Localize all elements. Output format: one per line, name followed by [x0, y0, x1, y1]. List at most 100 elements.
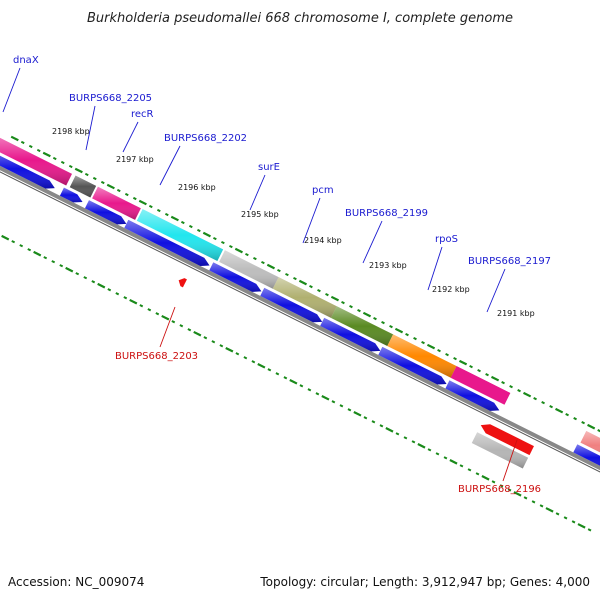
- bottom-tick-mark: [545, 507, 554, 513]
- top-tick-mark: [509, 385, 513, 389]
- gene-label[interactable]: BURPS668_2202: [164, 133, 247, 144]
- bottom-tick-mark: [347, 408, 352, 412]
- bottom-tick-mark: [395, 432, 400, 436]
- top-tick-mark: [74, 167, 83, 174]
- top-tick-mark: [261, 260, 265, 265]
- top-tick-mark: [188, 224, 193, 229]
- gene-leader-line: [249, 174, 266, 211]
- top-tick-mark: [84, 172, 89, 177]
- top-tick-mark: [413, 337, 417, 341]
- bottom-tick-mark: [531, 500, 536, 504]
- top-tick-mark: [10, 135, 19, 142]
- top-tick-mark: [317, 288, 321, 293]
- gene-box-shade: [272, 277, 337, 318]
- cds-arrow-shade: [124, 219, 210, 266]
- summary-text: Topology: circular; Length: 3,912,947 bp…: [259, 575, 590, 589]
- bottom-tick-mark: [225, 346, 234, 353]
- gene-burps668-2196-shade: [471, 432, 529, 469]
- top-tick-mark: [389, 324, 393, 329]
- bottom-tick-mark: [211, 340, 216, 344]
- bottom-tick-mark: [289, 378, 298, 385]
- bottom-tick-mark: [499, 484, 504, 488]
- gene-label[interactable]: rpoS: [435, 234, 458, 245]
- top-tick-mark: [148, 204, 153, 209]
- bottom-tick-mark: [193, 330, 202, 337]
- bottom-tick-mark: [459, 464, 464, 468]
- top-tick-mark: [581, 421, 586, 425]
- top-tick-mark: [116, 188, 121, 193]
- top-tick-mark: [421, 341, 425, 345]
- backbone-line: [0, 165, 600, 471]
- map-tracks: [0, 135, 600, 532]
- gene-box-shade: [69, 175, 97, 198]
- gene-leader-line: [159, 306, 176, 348]
- bottom-tick-mark: [235, 352, 240, 356]
- top-tick-mark: [266, 263, 275, 270]
- top-tick-mark: [477, 369, 481, 373]
- gene-label[interactable]: BURPS668_2199: [345, 208, 428, 219]
- top-tick-mark: [202, 231, 211, 238]
- top-tick-mark: [490, 375, 500, 382]
- gene-box-shade: [330, 306, 394, 346]
- top-tick-mark: [309, 284, 313, 289]
- bottom-tick-mark: [155, 312, 160, 316]
- gene-burps668-2203-arrow[interactable]: [178, 278, 187, 288]
- top-tick-mark: [28, 144, 33, 149]
- gene-label[interactable]: BURPS668_2203: [115, 351, 198, 362]
- top-tick-mark: [523, 391, 532, 398]
- kbp-tick-label: 2194 kbp: [304, 236, 342, 245]
- top-tick-mark: [325, 292, 329, 297]
- bottom-tick-mark: [129, 298, 138, 305]
- bottom-tick-mark: [27, 248, 32, 252]
- top-tick-mark: [587, 423, 596, 430]
- top-tick-mark: [106, 183, 115, 190]
- gene-label[interactable]: pcm: [312, 185, 334, 196]
- bottom-tick-mark: [187, 328, 192, 332]
- bottom-tick-mark: [171, 320, 176, 324]
- bottom-tick-mark: [219, 344, 224, 348]
- gene-label[interactable]: recR: [131, 109, 154, 120]
- cds-arrow-shade: [445, 380, 500, 411]
- bottom-tick-mark: [353, 411, 362, 417]
- gene-label[interactable]: BURPS668_2196: [458, 484, 541, 495]
- top-tick-mark: [517, 389, 521, 393]
- accession-text: Accession: NC_009074: [8, 575, 144, 589]
- gene-box-rpos[interactable]: [450, 366, 511, 405]
- bottom-tick-mark: [475, 472, 480, 476]
- top-tick-mark: [229, 244, 233, 249]
- bottom-tick-mark: [417, 443, 426, 449]
- cds-arrow-shade: [59, 187, 83, 203]
- top-tick-mark: [405, 332, 409, 337]
- bottom-tick-mark: [491, 480, 496, 484]
- kbp-tick-label: 2191 kbp: [497, 309, 535, 318]
- bottom-tick-mark: [555, 512, 560, 516]
- bottom-tick-mark: [571, 520, 576, 524]
- top-tick-mark: [164, 212, 169, 217]
- bottom-tick-mark: [161, 314, 170, 321]
- bottom-tick-mark: [299, 384, 304, 388]
- gene-label[interactable]: BURPS668_2197: [468, 256, 551, 267]
- map-title: Burkholderia pseudomallei 668 chromosome…: [87, 11, 513, 26]
- bottom-tick-mark: [587, 528, 592, 532]
- bottom-tick-mark: [563, 516, 568, 520]
- gene-label[interactable]: dnaX: [13, 55, 39, 66]
- top-tick-mark: [68, 164, 73, 169]
- bottom-tick-mark: [97, 282, 106, 289]
- bottom-tick-mark: [371, 420, 376, 424]
- gene-label[interactable]: BURPS668_2205: [69, 93, 152, 104]
- gene-box-shade: [387, 334, 457, 378]
- top-tick-mark: [565, 413, 569, 417]
- bottom-tick-mark: [481, 475, 490, 481]
- bottom-tick-mark: [321, 395, 330, 401]
- bottom-tick-mark: [331, 400, 336, 404]
- bottom-tick-mark: [115, 292, 120, 296]
- gene-burps668-2196-arrow[interactable]: [480, 424, 534, 456]
- top-tick-mark: [36, 148, 41, 153]
- top-tick-mark: [549, 405, 553, 409]
- gene-label[interactable]: surE: [258, 162, 280, 173]
- top-tick-mark: [555, 407, 564, 414]
- cds-arrow-shade: [260, 287, 323, 323]
- bottom-tick-mark: [83, 276, 88, 280]
- bottom-tick-mark: [59, 264, 64, 268]
